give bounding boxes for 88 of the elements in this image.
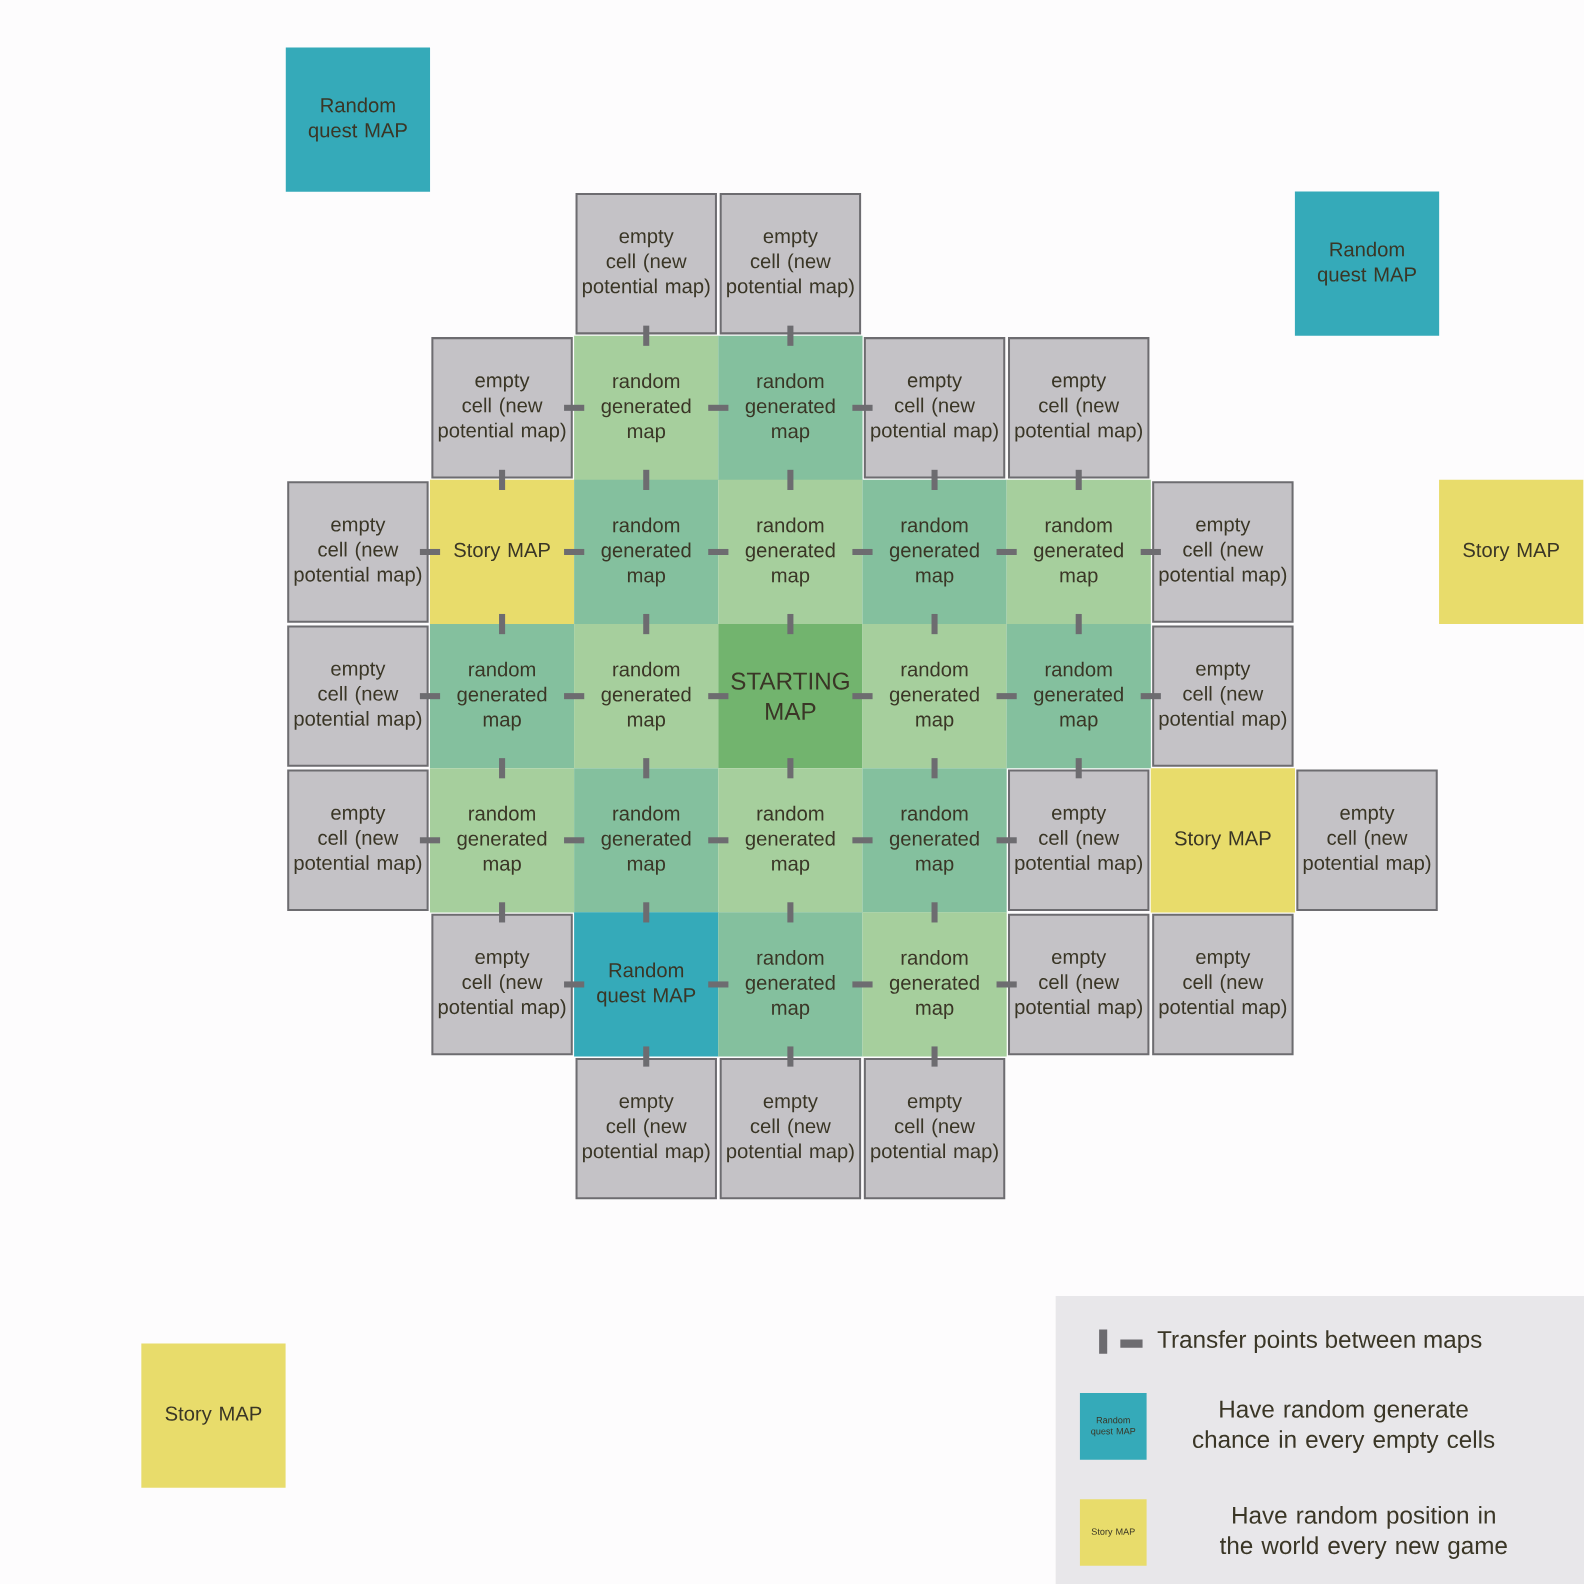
transfer-point xyxy=(708,981,729,988)
map-cell: random generated map xyxy=(1006,479,1151,625)
transfer-point xyxy=(996,981,1017,988)
story-map-cell: Story MAP xyxy=(141,1343,286,1488)
map-cell: random generated map xyxy=(429,624,575,769)
map-cell: random generated map xyxy=(1006,624,1151,769)
transfer-point xyxy=(564,981,585,988)
story-map-cell: Story MAP xyxy=(1439,479,1584,625)
transfer-point xyxy=(787,325,794,346)
empty-cell: empty cell (new potential map) xyxy=(287,625,429,767)
transfer-point xyxy=(996,837,1017,844)
quest-map-cell: Random quest MAP xyxy=(1294,191,1440,336)
transfer-point xyxy=(419,837,441,844)
transfer-point xyxy=(643,902,650,923)
map-cell: random generated map xyxy=(574,624,719,769)
empty-cell: empty cell (new potential map) xyxy=(287,481,429,623)
transfer-point xyxy=(499,902,506,923)
transfer-point xyxy=(564,837,585,844)
transfer-point xyxy=(499,613,506,635)
map-cell: random generated map xyxy=(862,768,1007,913)
transfer-point xyxy=(996,548,1017,555)
map-cell: random generated map xyxy=(718,912,863,1057)
empty-cell: empty cell (new potential map) xyxy=(1152,913,1294,1056)
transfer-point xyxy=(643,758,650,779)
transfer-point xyxy=(1140,548,1161,555)
transfer-point xyxy=(708,693,729,700)
transfer-point xyxy=(931,758,938,779)
empty-cell: empty cell (new potential map) xyxy=(1152,481,1294,623)
story-map-cell: Story MAP xyxy=(1150,768,1295,913)
transfer-point xyxy=(852,693,873,700)
transfer-point xyxy=(787,902,794,923)
transfer-point xyxy=(643,613,650,635)
transfer-point xyxy=(931,613,938,635)
empty-cell: empty cell (new potential map) xyxy=(575,1057,717,1200)
empty-cell: empty cell (new potential map) xyxy=(863,337,1006,479)
empty-cell: empty cell (new potential map) xyxy=(719,1057,862,1200)
transfer-point xyxy=(1140,693,1161,700)
transfer-point xyxy=(1075,613,1082,635)
map-cell: random generated map xyxy=(574,768,719,913)
legend-text: Transfer points between maps xyxy=(1157,1330,1482,1353)
transfer-point xyxy=(419,548,441,555)
story-map-cell: Story MAP xyxy=(429,479,575,625)
transfer-point xyxy=(1075,758,1082,779)
transfer-point xyxy=(852,837,873,844)
transfer-point xyxy=(419,693,441,700)
transfer-point xyxy=(564,548,585,555)
transfer-point xyxy=(787,613,794,635)
empty-cell: empty cell (new potential map) xyxy=(1008,337,1150,479)
map-cell: random generated map xyxy=(862,912,1007,1057)
empty-cell: empty cell (new potential map) xyxy=(1296,769,1438,911)
legend-text: Have random generate chance in every empty cells xyxy=(1193,1400,1495,1453)
transfer-point xyxy=(564,404,585,411)
transfer-point xyxy=(996,693,1017,700)
empty-cell: empty cell (new potential map) xyxy=(863,1057,1006,1200)
legend-text: Have random position in the world every new game xyxy=(1220,1506,1507,1559)
empty-cell: empty cell (new potential map) xyxy=(431,913,573,1056)
transfer-point xyxy=(643,1046,650,1067)
map-cell: random generated map xyxy=(862,479,1007,625)
map-cell: random generated map xyxy=(718,335,863,480)
map-cell: random generated map xyxy=(718,479,863,625)
transfer-point xyxy=(708,404,729,411)
map-cell: random generated map xyxy=(862,624,1007,769)
empty-cell: empty cell (new potential map) xyxy=(1008,913,1150,1056)
transfer-point xyxy=(708,837,729,844)
map-cell: random generated map xyxy=(574,335,719,480)
transfer-point xyxy=(643,325,650,346)
empty-cell: empty cell (new potential map) xyxy=(287,769,429,911)
transfer-point xyxy=(708,548,729,555)
transfer-point xyxy=(499,758,506,779)
transfer-point xyxy=(931,902,938,923)
transfer-point xyxy=(787,758,794,779)
map-cell: random generated map xyxy=(429,768,575,913)
transfer-point xyxy=(852,981,873,988)
transfer-point xyxy=(564,693,585,700)
quest-map-cell: Random quest MAP xyxy=(574,912,719,1057)
transfer-point xyxy=(931,1046,938,1067)
empty-cell: empty cell (new potential map) xyxy=(719,192,862,335)
empty-cell: empty cell (new potential map) xyxy=(575,192,717,335)
transfer-point xyxy=(787,1046,794,1067)
quest-map-cell: Random quest MAP xyxy=(285,47,431,192)
transfer-point xyxy=(852,548,873,555)
map-cell: random generated map xyxy=(718,768,863,913)
empty-cell: empty cell (new potential map) xyxy=(1152,625,1294,767)
transfer-point xyxy=(852,404,873,411)
map-cell: random generated map xyxy=(574,479,719,625)
empty-cell: empty cell (new potential map) xyxy=(431,337,573,479)
starting-map-cell: STARTING MAP xyxy=(718,624,863,769)
empty-cell: empty cell (new potential map) xyxy=(1008,769,1150,911)
